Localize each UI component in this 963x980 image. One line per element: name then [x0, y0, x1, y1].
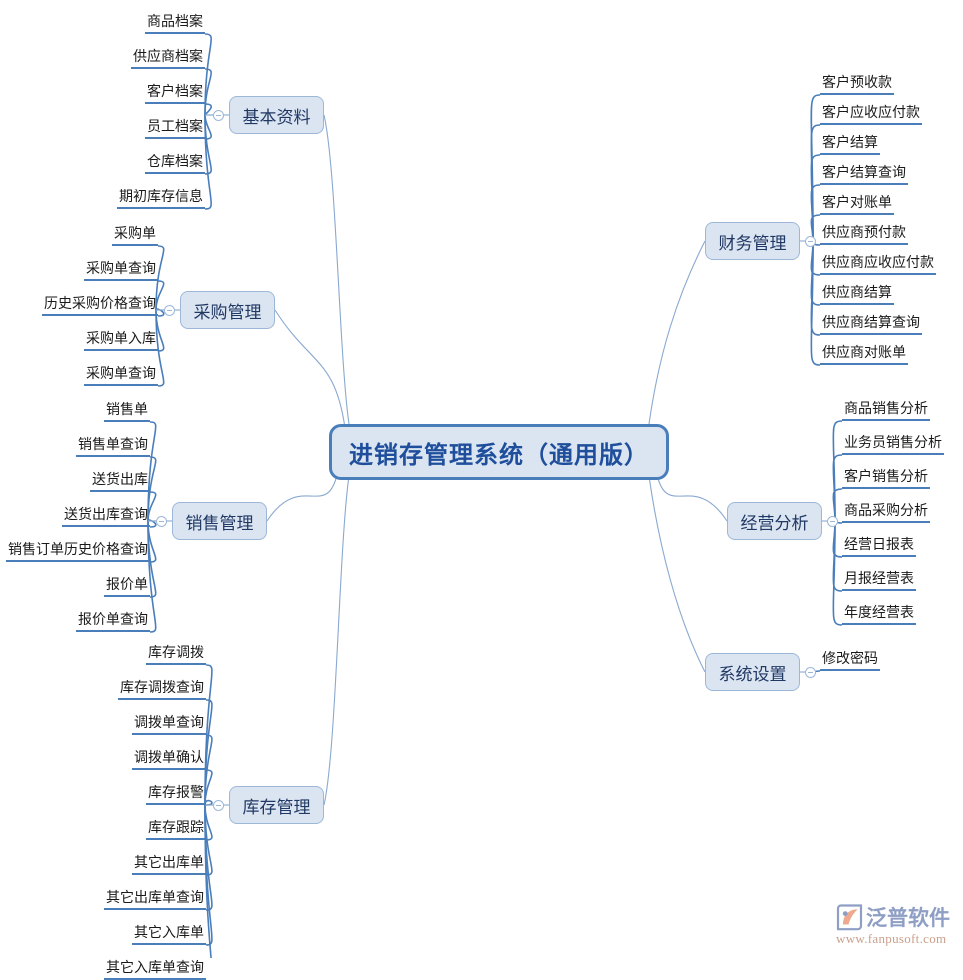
- watermark-logo: 泛普软件 www.fanpusoft.com: [836, 902, 958, 952]
- leaf-item[interactable]: 采购单查询: [84, 364, 158, 386]
- watermark-brand-text: 泛普软件: [866, 906, 950, 930]
- leaf-item[interactable]: 销售单查询: [76, 435, 150, 457]
- leaf-item[interactable]: 仓库档案: [145, 152, 205, 174]
- leaf-item[interactable]: 库存报警: [146, 783, 206, 805]
- leaf-item[interactable]: 客户结算查询: [820, 163, 908, 185]
- leaf-item[interactable]: 送货出库: [90, 470, 150, 492]
- leaf-item[interactable]: 供应商结算: [820, 283, 894, 305]
- leaf-item[interactable]: 供应商对账单: [820, 343, 908, 365]
- leaf-item[interactable]: 销售单: [104, 400, 150, 422]
- leaf-item[interactable]: 月报经营表: [842, 569, 916, 591]
- branch-node-label: 库存管理: [242, 797, 311, 817]
- watermark-brand-row: 泛普软件: [836, 902, 950, 932]
- collapse-toggle-sales-management[interactable]: [156, 515, 167, 527]
- leaf-item[interactable]: 调拨单确认: [132, 748, 206, 770]
- collapse-toggle-system-settings[interactable]: [805, 666, 816, 678]
- leaf-item[interactable]: 库存调拨: [146, 643, 206, 665]
- leaf-item[interactable]: 调拨单查询: [132, 713, 206, 735]
- branch-node-system-settings[interactable]: 系统设置: [705, 653, 800, 691]
- leaf-item[interactable]: 商品采购分析: [842, 501, 930, 523]
- leaf-item[interactable]: 其它出库单查询: [104, 888, 206, 910]
- branch-node-label: 系统设置: [718, 664, 787, 684]
- collapse-toggle-purchase-management[interactable]: [164, 304, 175, 316]
- leaf-item[interactable]: 库存跟踪: [146, 818, 206, 840]
- branch-node-label: 采购管理: [193, 302, 262, 322]
- leaf-item[interactable]: 商品销售分析: [842, 399, 930, 421]
- center-node[interactable]: 进销存管理系统（通用版）: [329, 424, 669, 480]
- leaf-item[interactable]: 送货出库查询: [62, 505, 150, 527]
- leaf-item[interactable]: 销售订单历史价格查询: [6, 540, 150, 562]
- collapse-toggle-business-analysis[interactable]: [827, 515, 838, 527]
- leaf-item[interactable]: 期初库存信息: [117, 187, 205, 209]
- watermark-url: www.fanpusoft.com: [836, 931, 947, 946]
- leaf-item[interactable]: 商品档案: [145, 12, 205, 34]
- leaf-item[interactable]: 客户结算: [820, 133, 880, 155]
- leaf-item[interactable]: 报价单: [104, 575, 150, 597]
- leaf-item[interactable]: 修改密码: [820, 649, 880, 671]
- branch-node-basic-data[interactable]: 基本资料: [229, 96, 324, 134]
- branch-node-label: 财务管理: [718, 233, 787, 253]
- collapse-toggle-inventory-management[interactable]: [213, 799, 224, 811]
- center-node-label: 进销存管理系统（通用版）: [349, 441, 649, 469]
- fanpu-logo-icon: [836, 903, 863, 931]
- leaf-item[interactable]: 年度经营表: [842, 603, 916, 625]
- leaf-item[interactable]: 报价单查询: [76, 610, 150, 632]
- leaf-item[interactable]: 采购单入库: [84, 329, 158, 351]
- leaf-item[interactable]: 客户应收应付款: [820, 103, 922, 125]
- leaf-item[interactable]: 库存调拨查询: [118, 678, 206, 700]
- collapse-toggle-finance-management[interactable]: [805, 235, 816, 247]
- leaf-item[interactable]: 供应商档案: [131, 47, 205, 69]
- branch-node-label: 基本资料: [242, 107, 311, 127]
- leaf-item[interactable]: 客户档案: [145, 82, 205, 104]
- leaf-item[interactable]: 历史采购价格查询: [42, 294, 158, 316]
- branch-node-label: 经营分析: [740, 513, 809, 533]
- leaf-item[interactable]: 其它入库单查询: [104, 958, 206, 980]
- leaf-item[interactable]: 其它出库单: [132, 853, 206, 875]
- branch-node-finance-management[interactable]: 财务管理: [705, 222, 800, 260]
- leaf-item[interactable]: 采购单: [112, 224, 158, 246]
- leaf-item[interactable]: 采购单查询: [84, 259, 158, 281]
- leaf-item[interactable]: 客户预收款: [820, 73, 894, 95]
- leaf-item[interactable]: 供应商结算查询: [820, 313, 922, 335]
- leaf-item[interactable]: 其它入库单: [132, 923, 206, 945]
- leaf-item[interactable]: 供应商预付款: [820, 223, 908, 245]
- leaf-item[interactable]: 客户对账单: [820, 193, 894, 215]
- leaf-item[interactable]: 客户销售分析: [842, 467, 930, 489]
- leaf-item[interactable]: 经营日报表: [842, 535, 916, 557]
- branch-node-inventory-management[interactable]: 库存管理: [229, 786, 324, 824]
- leaf-item[interactable]: 供应商应收应付款: [820, 253, 936, 275]
- branch-node-sales-management[interactable]: 销售管理: [172, 502, 267, 540]
- branch-node-business-analysis[interactable]: 经营分析: [727, 502, 822, 540]
- collapse-toggle-basic-data[interactable]: [213, 109, 224, 121]
- branch-node-label: 销售管理: [185, 513, 254, 533]
- branch-node-purchase-management[interactable]: 采购管理: [180, 291, 275, 329]
- leaf-item[interactable]: 业务员销售分析: [842, 433, 944, 455]
- mindmap-canvas: 进销存管理系统（通用版） 基本资料 商品档案供应商档案客户档案员工档案仓库档案期初…: [6, 12, 958, 980]
- leaf-item[interactable]: 员工档案: [145, 117, 205, 139]
